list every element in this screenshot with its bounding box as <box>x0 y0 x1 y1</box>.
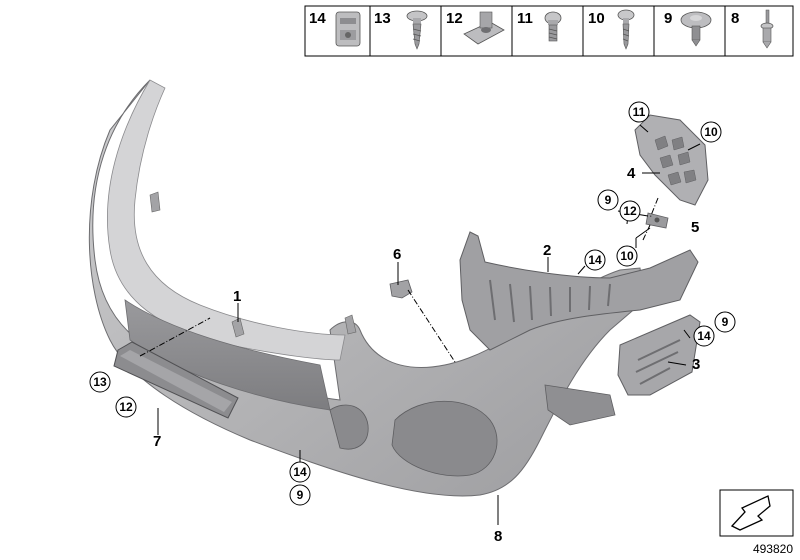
orientation-arrow-icon <box>730 495 771 531</box>
svg-text:9: 9 <box>297 488 304 502</box>
part-label-7: 7 <box>153 433 161 450</box>
callout-9-bottom: 9 <box>289 484 311 506</box>
expanding-rivet-icon <box>680 11 712 47</box>
part-label-3: 3 <box>692 356 700 373</box>
callout-10-mid: 10 <box>616 245 638 267</box>
legend-number-12: 12 <box>446 10 463 27</box>
svg-text:14: 14 <box>697 329 711 343</box>
legend-number-13: 13 <box>374 10 391 27</box>
license-plate-holder-face <box>120 350 232 412</box>
spring-nut-icon <box>335 11 361 47</box>
part-label-1: 1 <box>233 288 241 305</box>
svg-text:14: 14 <box>588 253 602 267</box>
legend-number-10: 10 <box>588 10 605 27</box>
retaining-clip-shape <box>389 279 413 299</box>
legend-number-8: 8 <box>731 10 739 27</box>
svg-text:10: 10 <box>620 249 634 263</box>
part-label-2: 2 <box>543 242 551 259</box>
svg-text:9: 9 <box>605 193 612 207</box>
part-label-4: 4 <box>627 165 636 182</box>
bumper-mounting-tab <box>344 314 357 335</box>
upper-bracket <box>634 114 709 206</box>
small-holder <box>645 212 669 229</box>
svg-text:13: 13 <box>93 375 107 389</box>
carrier-bracket-ribs <box>489 279 611 323</box>
self-tapping-screw-icon <box>617 9 635 50</box>
legend-number-11: 11 <box>517 10 533 27</box>
clip-nut-icon <box>463 11 505 45</box>
part-label-6: 6 <box>393 246 401 263</box>
legend-number-9: 9 <box>664 10 672 27</box>
svg-text:10: 10 <box>704 125 718 139</box>
carrier-bracket-lower <box>544 384 616 426</box>
svg-text:9: 9 <box>722 315 729 329</box>
callout-14-bottom: 14 <box>289 461 311 483</box>
callout-14-bracket: 14 <box>584 249 606 271</box>
svg-text:14: 14 <box>293 465 307 479</box>
svg-text:12: 12 <box>119 400 133 414</box>
pan-head-screw-icon <box>544 11 562 42</box>
part-label-5: 5 <box>691 219 699 236</box>
side-guide-bracket <box>617 314 701 396</box>
upper-bracket-holes <box>654 135 697 186</box>
callout-14-side: 14 <box>693 325 715 347</box>
callout-9-side: 9 <box>714 311 736 333</box>
reference-number: 493820 <box>753 542 793 556</box>
retaining-clip <box>389 279 413 299</box>
side-bracket-slots <box>635 339 681 385</box>
blind-rivet-icon <box>760 9 774 49</box>
side-bracket-shape <box>617 314 701 396</box>
torx-screw-icon <box>406 10 428 50</box>
bumper-air-intake-left <box>329 404 369 450</box>
bumper-mounting-tab <box>149 191 161 213</box>
bumper-upper-lip <box>107 79 346 361</box>
bumper-trim-panel <box>88 79 646 497</box>
callout-9-mid: 9 <box>597 189 619 211</box>
license-plate-holder <box>113 341 239 419</box>
bumper-air-intake-right <box>391 401 498 477</box>
legend-number-14: 14 <box>309 10 326 27</box>
callout-10-top: 10 <box>700 121 722 143</box>
bumper-mounting-tab <box>231 317 245 338</box>
part-label-8: 8 <box>494 528 502 545</box>
callout-11-top: 11 <box>628 101 650 123</box>
svg-text:12: 12 <box>623 204 637 218</box>
assembly-lines <box>139 197 659 363</box>
callout-12-mid: 12 <box>619 200 641 222</box>
fastener-legend: 14 13 12 11 10 <box>304 5 794 57</box>
callout-13-plate: 13 <box>89 371 111 393</box>
orientation-arrow-box <box>719 489 794 537</box>
callout-12-plate: 12 <box>115 396 137 418</box>
carrier-bracket-shape <box>459 231 699 351</box>
svg-text:11: 11 <box>633 105 646 119</box>
bumper-carrier-bracket <box>459 231 699 426</box>
